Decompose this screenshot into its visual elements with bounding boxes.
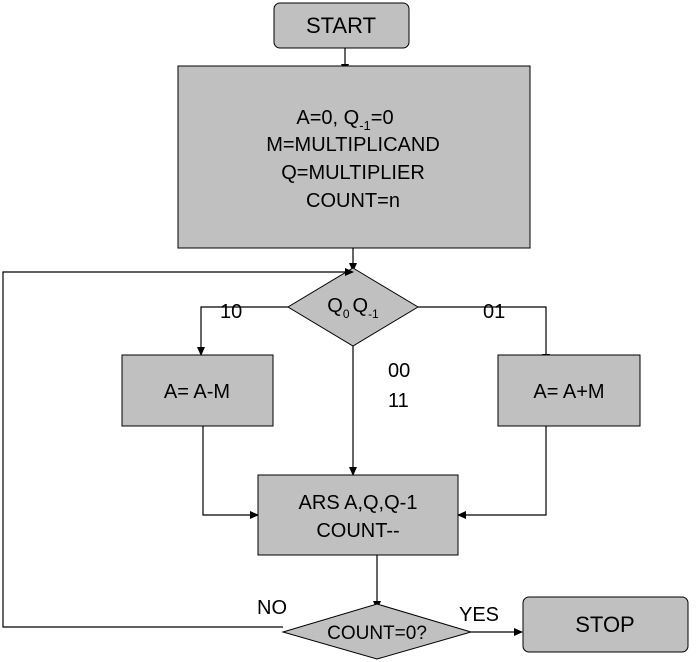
subtract-node: A= A-M bbox=[121, 354, 274, 427]
branch-mid-label-00: 00 bbox=[388, 360, 410, 382]
no-label: NO bbox=[257, 597, 287, 619]
start-label: START bbox=[306, 13, 376, 38]
init-line-2: M=MULTIPLICAND bbox=[266, 134, 440, 156]
shift-line-2: COUNT-- bbox=[316, 520, 399, 542]
edge-subtract-shift bbox=[202, 426, 259, 519]
init-line-1: A=0, Q-1=0 bbox=[296, 107, 393, 133]
branch-mid-label-11: 11 bbox=[388, 390, 409, 412]
shift-line-1: ARS A,Q,Q-1 bbox=[299, 492, 418, 514]
branch-right-label: 01 bbox=[483, 301, 505, 323]
edge-decision-add bbox=[418, 306, 550, 363]
count-check-label: COUNT=0? bbox=[327, 623, 427, 644]
subtract-label: A= A-M bbox=[164, 381, 230, 403]
stop-label: STOP bbox=[575, 612, 635, 637]
stop-node: STOP bbox=[522, 596, 689, 653]
add-node: A= A+M bbox=[497, 354, 641, 427]
init-line-4: COUNT=n bbox=[306, 190, 400, 212]
edge-decision-subtract bbox=[197, 306, 288, 356]
branch-left-label: 10 bbox=[220, 301, 242, 323]
edge-count-no-loop bbox=[2, 268, 354, 628]
yes-label: YES bbox=[459, 604, 499, 626]
add-label: A= A+M bbox=[533, 381, 604, 403]
init-node: A=0, Q-1=0 M=MULTIPLICAND Q=MULTIPLIER C… bbox=[177, 65, 531, 249]
shift-node: ARS A,Q,Q-1 COUNT-- bbox=[257, 474, 459, 556]
count-check-node: COUNT=0? bbox=[281, 603, 473, 660]
init-line-3: Q=MULTIPLIER bbox=[281, 162, 425, 184]
start-node: START bbox=[273, 2, 410, 49]
edge-add-shift bbox=[457, 426, 547, 519]
